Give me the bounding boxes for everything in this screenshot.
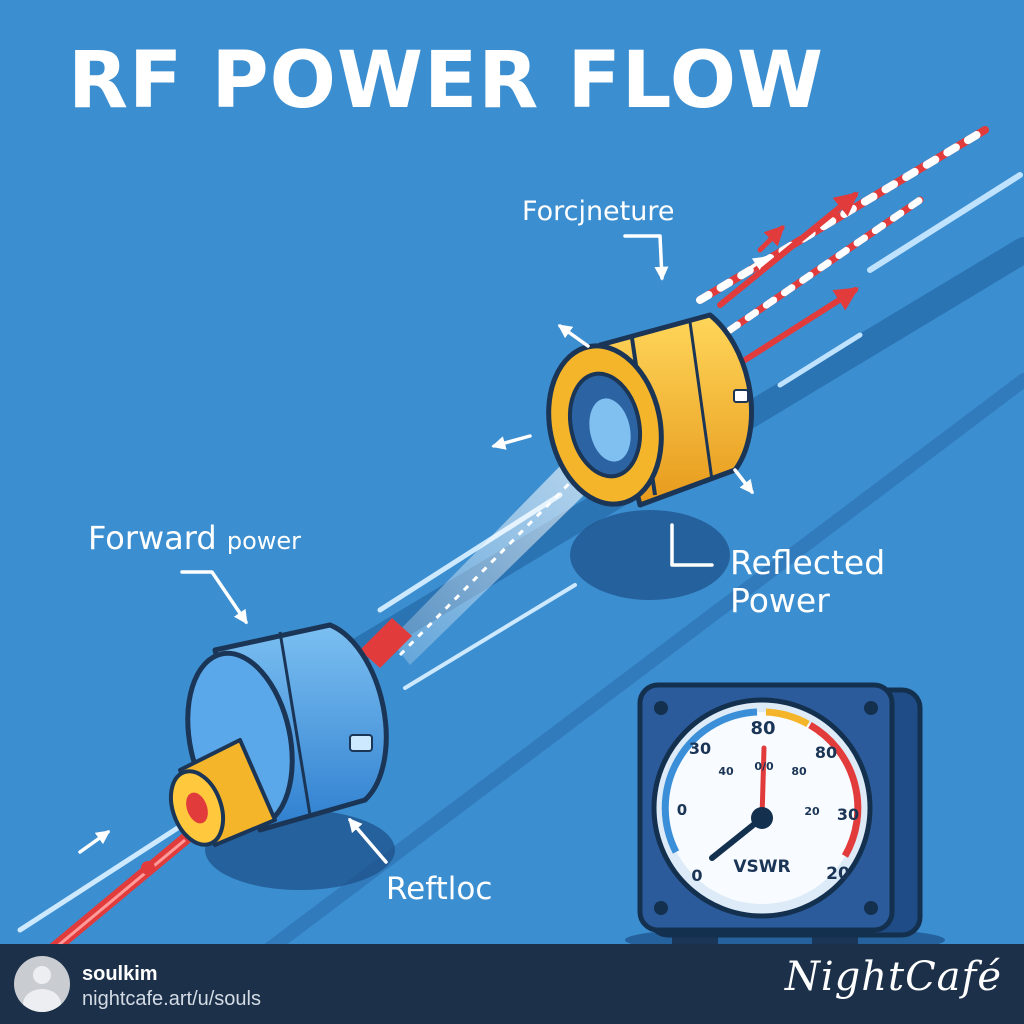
forward-power-cable [34,618,412,966]
gauge-tick-top: 80 [750,718,775,739]
gauge-tick-upper-right: 80 [815,743,837,762]
gold-connector [546,312,754,508]
nightcafe-logo[interactable]: NightCafé [784,954,1002,1000]
label-forward-small: power [226,527,302,555]
username[interactable]: soulkim [82,963,158,985]
gauge-tick-right: 30 [837,805,859,824]
footer-bar: soulkim nightcafe.art/u/souls NightCafé [0,944,1024,1024]
vswr-gauge: 80 30 80 0 30 0 20 40 0/0 80 20 VSWR [625,682,945,954]
gauge-tick-upper-left: 30 [689,739,711,758]
page-title: RF POWER FLOW [68,36,825,126]
label-reflected-line1: Reflected [730,543,886,582]
avatar[interactable] [14,956,70,1012]
label-top-connector: Forcjneture [522,196,675,227]
profile-link[interactable]: nightcafe.art/u/souls [82,988,261,1010]
gauge-tick-left: 0 [677,801,687,819]
label-bottom: Reftloc [386,871,493,907]
gauge-inner-tick-left: 40 [718,765,734,778]
avatar-body-shape [23,989,61,1012]
gauge-vswr-label: VSWR [733,857,790,877]
label-forward-main: Forward [88,519,217,557]
label-reflected-power: Reflected Power [730,544,885,620]
pointer-arrows [78,234,768,864]
signal-beam [390,420,625,665]
reflected-signal-lines [696,126,989,363]
gauge-tick-bottom-right: 20 [826,864,850,884]
gold-connector-shadow [570,510,730,600]
gauge-inner-tick-center: 0/0 [754,760,774,773]
gauge-tick-bottom-left: 0 [691,866,702,885]
label-reflected-line2: Power [730,580,830,620]
label-forward-power: Forward power [88,520,301,557]
blue-connector [168,622,389,847]
gauge-inner-tick-right: 80 [791,765,807,778]
avatar-head-shape [33,966,51,984]
gauge-inner-tick-far-right: 20 [804,805,820,818]
